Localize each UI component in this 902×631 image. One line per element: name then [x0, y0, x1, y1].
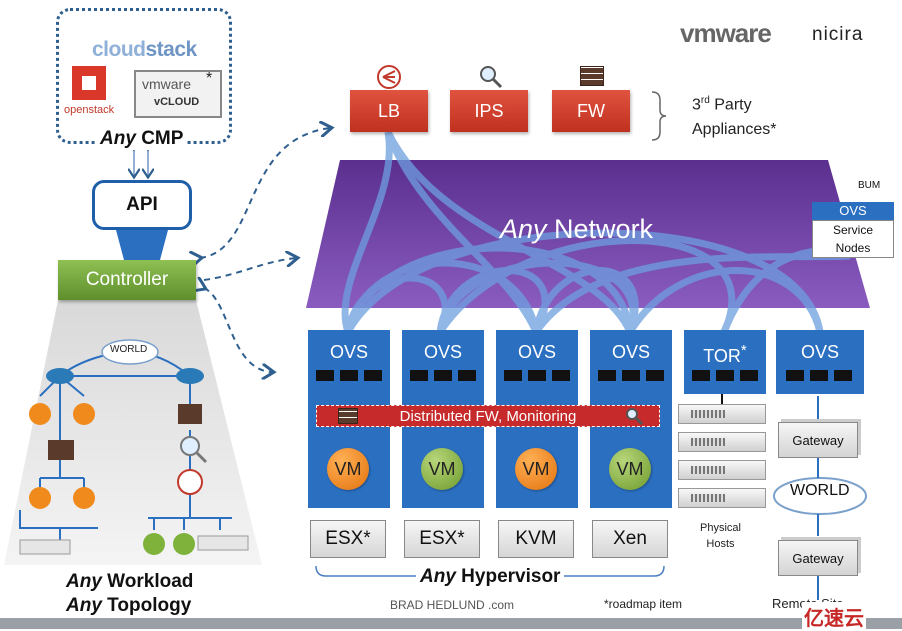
switch-port-icon [598, 370, 616, 381]
switch-port-icon [528, 370, 546, 381]
distributed-fw-band: Distributed FW, Monitoring [316, 405, 660, 427]
vmware-logo: vmware [680, 18, 772, 48]
switch-port-icon [622, 370, 640, 381]
vcloud-asterisk: * [206, 70, 213, 87]
network-label: Any Network [500, 214, 654, 244]
physical-host-icon [678, 404, 766, 424]
hypervisor-name: KVM [498, 520, 574, 558]
remote-ovs [776, 330, 864, 394]
openstack-label: openstack [64, 104, 115, 116]
vm-node: VM [421, 448, 463, 490]
bum-label: BUM [858, 180, 881, 191]
switch-port-icon [646, 370, 664, 381]
author-credit: BRAD HEDLUND .com [390, 598, 515, 612]
tor-switch [684, 330, 766, 394]
nicira-logo: nicira [812, 24, 864, 45]
switch-port-icon [786, 370, 804, 381]
magnifier-icon [478, 64, 504, 95]
tor-label: TOR* [703, 342, 747, 366]
gateway-box: Gateway [778, 422, 858, 458]
gateway-box: Gateway [778, 540, 858, 576]
switch-port-icon [364, 370, 382, 381]
magnifier-icon [180, 436, 200, 456]
firewall-icon [338, 408, 358, 424]
any-cmp-label: Any CMP [96, 128, 188, 150]
hypervisor-name: ESX* [404, 520, 480, 558]
load-balancer-icon [177, 469, 203, 495]
switch-port-icon [716, 370, 734, 381]
world-cloud-small-icon [101, 339, 159, 365]
api-connector [116, 230, 168, 260]
physical-host-icon [678, 432, 766, 452]
switch-port-icon [410, 370, 428, 381]
controller-to-appliances-arrow [200, 128, 330, 258]
hypervisor-name: Xen [592, 520, 668, 558]
vm-node: VM [515, 448, 557, 490]
vcloud-label: vCLOUD [154, 96, 200, 108]
server-small-icon [19, 539, 71, 555]
appliance-fw: FW [552, 90, 630, 132]
ovs-label: OVS [329, 342, 368, 362]
vm-node: VM [327, 448, 369, 490]
switch-port-icon [552, 370, 570, 381]
controller-to-network-arrow [203, 258, 296, 281]
roadmap-note: *roadmap item [604, 597, 683, 611]
ovs-label: OVS [517, 342, 556, 362]
api-box: API [92, 180, 192, 230]
hypervisor-name: ESX* [310, 520, 386, 558]
switch-port-icon [316, 370, 334, 381]
ovs-label: OVS [800, 342, 839, 362]
vm-node: VM [609, 448, 651, 490]
vcloud-vmware-label: vmware [142, 76, 192, 92]
service-node-ovs: OVS [812, 202, 894, 220]
switch-port-icon [740, 370, 758, 381]
physical-host-icon [678, 460, 766, 480]
controller-box: Controller [58, 260, 196, 300]
world-label: WORLD [790, 482, 850, 499]
magnifier-icon [624, 406, 644, 431]
watermark-logo: 亿速云 [802, 602, 866, 631]
world-cloud-icon [773, 477, 867, 515]
switch-port-icon [434, 370, 452, 381]
openstack-logo [72, 66, 106, 100]
world-small-label: WORLD [110, 344, 148, 355]
switch-port-icon [810, 370, 828, 381]
physical-host-icon [678, 488, 766, 508]
switch-port-icon [504, 370, 522, 381]
switch-port-icon [834, 370, 852, 381]
firewall-icon [48, 440, 74, 460]
workload-node-icon [29, 403, 51, 425]
router-icon [46, 368, 74, 384]
load-balancer-icon [376, 64, 402, 95]
switch-port-icon [340, 370, 358, 381]
appliance-ips: IPS [450, 90, 528, 132]
appliances-brace [651, 91, 667, 141]
switch-port-icon [458, 370, 476, 381]
switch-port-icon [692, 370, 710, 381]
appliance-lb: LB [350, 90, 428, 132]
footer-bar [0, 618, 902, 629]
vcloud-logo [134, 70, 222, 118]
cloudstack-logo: cloudstack [92, 38, 197, 61]
ovs-label: OVS [423, 342, 462, 362]
any-workload-label: Any Workload Any Topology [66, 571, 194, 616]
controller-to-hypervisor-arrow [204, 288, 272, 372]
ovs-label: OVS [611, 342, 650, 362]
any-hypervisor-label: Any Hypervisor [416, 566, 565, 588]
third-party-label: 3rd Party Appliances* [692, 95, 777, 139]
firewall-icon [580, 66, 604, 86]
